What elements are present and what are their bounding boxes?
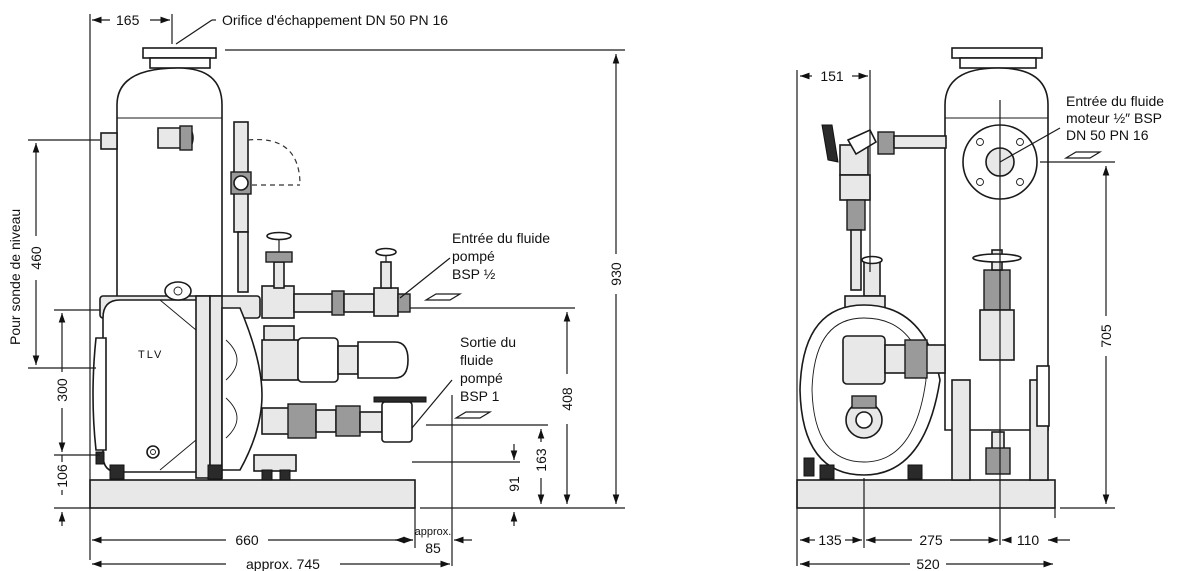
labels: Orifice d'échappement DN 50 PN 16 Pour s… [7, 12, 1164, 404]
pumped-inlet-label-2: pompé [452, 248, 495, 264]
base-plate-front [89, 479, 416, 509]
front-view [89, 47, 427, 509]
receiver-tank-side [944, 47, 1050, 481]
pumped-outlet-label-1: Sortie du [460, 334, 516, 350]
dim-135: 135 [818, 532, 842, 548]
dim-300: 300 [54, 378, 70, 402]
level-gauge-front [230, 121, 301, 293]
motive-inlet-label-2: moteur ½″ BSP [1066, 110, 1162, 126]
pump-body-side [799, 295, 946, 480]
pumped-outlet-label-3: pompé [460, 370, 503, 386]
dim-163: 163 [533, 448, 549, 472]
valves-side [821, 124, 1022, 475]
dim-660: 660 [235, 532, 259, 548]
piping-front [253, 231, 427, 481]
pumped-outlet-label-4: BSP 1 [460, 388, 500, 404]
exhaust-outlet-label: Orifice d'échappement DN 50 PN 16 [222, 12, 448, 28]
dim-520: 520 [916, 556, 940, 571]
motive-inlet-label-3: DN 50 PN 16 [1066, 127, 1149, 143]
pump-body-front [92, 281, 263, 480]
dim-110: 110 [1017, 532, 1040, 548]
dim-85: 85 [425, 540, 441, 556]
dim-165: 165 [116, 12, 140, 28]
pumped-inlet-label-3: BSP ½ [452, 266, 496, 282]
motive-inlet-label-1: Entrée du fluide [1066, 93, 1164, 109]
receiver-tank-front [100, 47, 223, 301]
dim-930: 930 [608, 262, 624, 286]
dim-745: approx. 745 [246, 556, 320, 571]
dim-408: 408 [559, 387, 575, 411]
side-view [796, 47, 1056, 509]
dim-151: 151 [820, 68, 844, 84]
dim-91: 91 [506, 476, 522, 492]
brand-logo-text: TLV [138, 349, 163, 361]
dimensions [28, 14, 1115, 568]
dim-approx-label: approx. [415, 526, 452, 538]
pumped-inlet-label-1: Entrée du fluide [452, 230, 550, 246]
base-plate-side [796, 479, 1056, 509]
level-probe-label: Pour sonde de niveau [7, 209, 23, 345]
dim-460: 460 [28, 246, 44, 270]
dimension-values: 165 460 930 300 106 408 163 91 660 appro… [28, 12, 1114, 571]
dim-106: 106 [54, 464, 70, 488]
dim-705: 705 [1098, 324, 1114, 348]
dim-275: 275 [919, 532, 943, 548]
pumped-outlet-label-2: fluide [460, 352, 494, 368]
